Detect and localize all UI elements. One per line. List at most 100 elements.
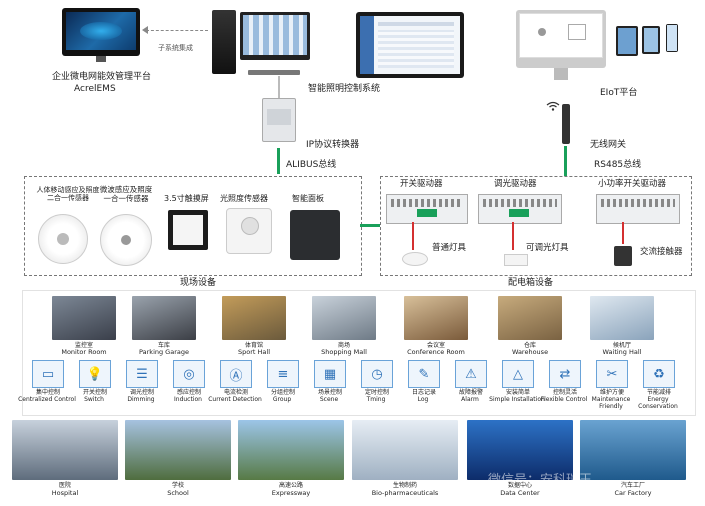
wire-1	[412, 222, 414, 250]
phone	[666, 24, 678, 52]
scene-photo	[404, 296, 468, 340]
link-line	[360, 224, 380, 227]
scene-label-cn: 车库	[157, 342, 170, 349]
feature-label-cn: 场景控制	[317, 389, 342, 396]
touchscreen	[168, 210, 208, 250]
application-label-cn: 生物制药	[392, 482, 417, 489]
feature-label-cn: 安装简单	[505, 389, 530, 396]
alibus-label: ALIBUS总线	[286, 160, 337, 170]
scene-label-cn: 监控室	[74, 342, 93, 349]
application-label-en: School	[167, 489, 189, 497]
lighting-system-label: 智能照明控制系统	[308, 84, 381, 94]
feature-label-en: Centralized Control	[18, 396, 76, 403]
feature-label-en: Flexible Control	[540, 396, 588, 403]
feature-label-en: Maintenance Friendly	[591, 396, 631, 411]
feature-label-cn: 维护方便	[599, 389, 624, 396]
feature-label-cn: 感应控制	[176, 389, 201, 396]
application-label-cn: 医院	[58, 482, 71, 489]
feature-label-cn: 故障报警	[458, 389, 483, 396]
ip-converter-label: IP协议转换器	[306, 140, 360, 150]
feature-label-cn: 开关控制	[82, 389, 107, 396]
feature-label-en: Alarm	[461, 396, 479, 403]
feature-label-en: Dimming	[127, 396, 155, 403]
cabinet-box	[380, 176, 692, 276]
scene-label-cn: 商场	[337, 342, 350, 349]
grid-icon: ▦	[314, 360, 346, 388]
dimmer-driver-label: 调光驱动器	[494, 179, 537, 189]
application-photo	[467, 420, 573, 480]
small-switch-driver-device	[596, 194, 680, 224]
application-label-en: Hospital	[51, 489, 79, 497]
feature-label-en: Tming	[366, 396, 386, 403]
application-photo	[12, 420, 118, 480]
feature-label-cn: 控制灵活	[552, 389, 577, 396]
application-label-en: Bio-pharmaceuticals	[371, 489, 439, 497]
pc-monitor	[240, 12, 310, 60]
application-label-en: Expressway	[271, 489, 311, 497]
scene-photo	[312, 296, 376, 340]
wire-2	[512, 222, 514, 250]
scene-label-en: Warehouse	[511, 348, 549, 356]
keyboard	[248, 70, 300, 75]
feature-label-cn: 集中控制	[35, 389, 60, 396]
field-device-label-1a: 人体移动感应及照度	[36, 186, 100, 194]
feature-label-en: Group	[272, 396, 292, 403]
eiot-label: EIoT平台	[600, 88, 638, 98]
application-label-en: Data Center	[500, 489, 540, 497]
feature-label-en: Current Detection	[208, 396, 262, 403]
rs485-line	[564, 146, 567, 176]
field-device-label-4: 光照度传感器	[220, 194, 268, 203]
application-label-cn: 学校	[171, 482, 184, 489]
scene-label-en: Shopping Mall	[321, 348, 367, 356]
feature-label-en: Scene	[319, 396, 339, 403]
wireless-gateway-label: 无线网关	[590, 140, 627, 150]
alibus-line	[277, 148, 280, 174]
watermark: 微信号：安科瑞王	[488, 473, 593, 488]
field-device-label-1: 人体移动感应及照度 二合一传感器	[30, 186, 106, 202]
scene-photo	[498, 296, 562, 340]
lighting-monitor	[356, 12, 464, 78]
arrow-head-icon	[142, 26, 148, 34]
small-switch-driver-label: 小功率开关驱动器	[598, 179, 667, 189]
field-device-label-1b: 二合一传感器	[47, 194, 89, 203]
switch-driver-label: 开关驱动器	[400, 179, 443, 189]
tablet	[616, 26, 638, 56]
scene-label-cn: 候机厅	[612, 342, 631, 349]
scene-label-en: Conference Room	[407, 348, 465, 356]
scene-photo	[590, 296, 654, 340]
scene-label-en: Parking Garage	[139, 348, 189, 356]
normal-lamp	[402, 252, 428, 266]
scene-label-cn: 体育馆	[244, 342, 263, 349]
scene-label-en: Monitor Room	[61, 348, 107, 356]
field-devices-group-label: 现场设备	[180, 278, 217, 288]
microwave-sensor	[100, 214, 152, 266]
application-label-cn: 高速公路	[278, 482, 303, 489]
illuminance-sensor	[226, 208, 272, 254]
subsystem-label: 子系统集成	[158, 44, 193, 52]
recycle-icon: ♻	[643, 360, 675, 388]
application-label-en: Car Factory	[614, 489, 652, 497]
feature-label-en: Switch	[84, 396, 104, 403]
ip-converter-device	[262, 98, 296, 142]
scene-label-en: Waiting Hall	[602, 348, 642, 356]
field-device-label-2a: 微波感应及照度	[99, 185, 153, 194]
normal-lamp-label: 普通灯具	[432, 243, 467, 253]
application-label-cn: 数据中心	[507, 482, 532, 489]
clock-icon: ◷	[361, 360, 393, 388]
ems-monitor	[62, 8, 140, 62]
feature-label-cn: 定时控制	[364, 389, 389, 396]
list-icon: ≡	[267, 360, 299, 388]
sensor-icon: ◎	[173, 360, 205, 388]
imac	[516, 10, 606, 80]
alarm-icon: ⚠	[455, 360, 487, 388]
feature-label-en: Log	[417, 396, 429, 403]
field-device-label-2: 微波感应及照度 一合一传感器	[92, 185, 160, 203]
dimmer-driver-device	[478, 194, 562, 224]
feature-label-en: Simple Installation	[489, 396, 545, 403]
wrench-icon: ✂	[596, 360, 628, 388]
dimmable-lamp-label: 可调光灯具	[526, 243, 569, 253]
ammeter-icon: Ⓐ	[220, 360, 252, 388]
field-device-label-5: 智能面板	[292, 194, 324, 203]
application-label-cn: 汽车工厂	[620, 482, 645, 489]
scene-label-en: Sport Hall	[238, 348, 270, 356]
